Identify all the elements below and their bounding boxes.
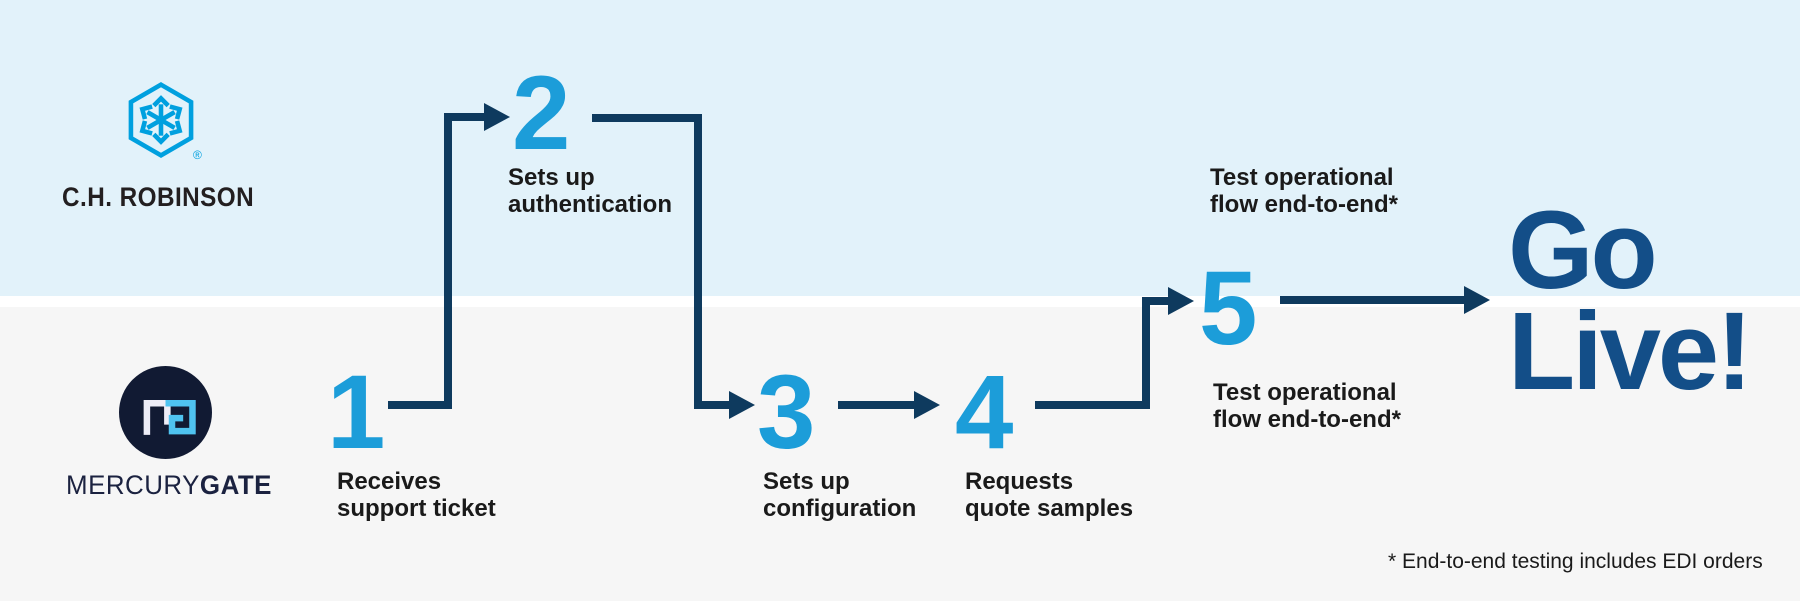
step-label-1: Receives support ticket [337, 468, 496, 522]
arrow-line [1280, 296, 1464, 304]
arrow-line [444, 113, 484, 121]
lane-divider [0, 296, 1800, 307]
step-label-2: Sets up authentication [508, 164, 672, 218]
lane-top-background [0, 0, 1800, 296]
arrow-line [444, 113, 452, 409]
go-live-text: Go Live! [1508, 189, 1753, 413]
step-label-2-line2: authentication [508, 191, 673, 218]
ch-robinson-wordmark: C.H. ROBINSON [62, 182, 255, 212]
ch-robinson-hexagon-icon [128, 82, 194, 158]
step-5-label-bottom: Test operational flow end-to-end* [1213, 379, 1401, 433]
arrowhead-right-icon [1168, 287, 1194, 315]
step-label-3-line2: configuration [763, 495, 917, 522]
step-5-label-bottom-line1: Test operational [1213, 379, 1397, 406]
step-number-3: 3 [757, 354, 815, 471]
mercurygate-wordmark-gate: GATE [199, 470, 272, 500]
arrow-line [1035, 401, 1150, 409]
arrowhead-right-icon [729, 391, 755, 419]
go-live-line2: Live! [1508, 290, 1753, 413]
step-label-4-line2: quote samples [965, 495, 1134, 522]
step-number-1: 1 [327, 354, 385, 471]
step-label-1-line1: Receives [337, 468, 442, 495]
arrow-line [694, 114, 702, 409]
arrow-line [694, 401, 729, 409]
step-label-3: Sets up configuration [763, 468, 916, 522]
arrow-line [592, 114, 702, 122]
step-number-2: 2 [512, 55, 570, 172]
step-5-label-top: Test operational flow end-to-end* [1210, 164, 1398, 218]
step-5-label-top-line1: Test operational [1210, 164, 1394, 191]
arrowhead-right-icon [914, 391, 940, 419]
footnote: * End-to-end testing includes EDI orders [1388, 550, 1763, 573]
arrow-line [1142, 297, 1168, 305]
mercurygate-wordmark-mercury: MERCURY [66, 470, 200, 500]
step-5-label-bottom-line2: flow end-to-end* [1213, 406, 1401, 433]
step-label-4: Requests quote samples [965, 468, 1133, 522]
go-live-line1: Go [1508, 189, 1658, 312]
lane-bottom-background [0, 307, 1800, 601]
mercurygate-wordmark: MERCURYGATE [66, 470, 272, 501]
step-label-4-line1: Requests [965, 468, 1074, 495]
arrowhead-right-icon [484, 103, 510, 131]
arrow-line [388, 401, 448, 409]
mercurygate-monogram-icon [119, 366, 212, 459]
step-label-1-line2: support ticket [337, 495, 496, 522]
arrowhead-right-icon [1464, 286, 1490, 314]
step-5-label-top-line2: flow end-to-end* [1210, 191, 1398, 218]
registered-trademark-icon: ® [193, 148, 202, 162]
arrow-line [838, 401, 914, 409]
step-label-2-line1: Sets up [508, 164, 595, 191]
step-label-3-line1: Sets up [763, 468, 850, 495]
step-number-4: 4 [955, 354, 1013, 471]
step-number-5: 5 [1199, 250, 1257, 367]
arrow-line [1142, 297, 1150, 409]
